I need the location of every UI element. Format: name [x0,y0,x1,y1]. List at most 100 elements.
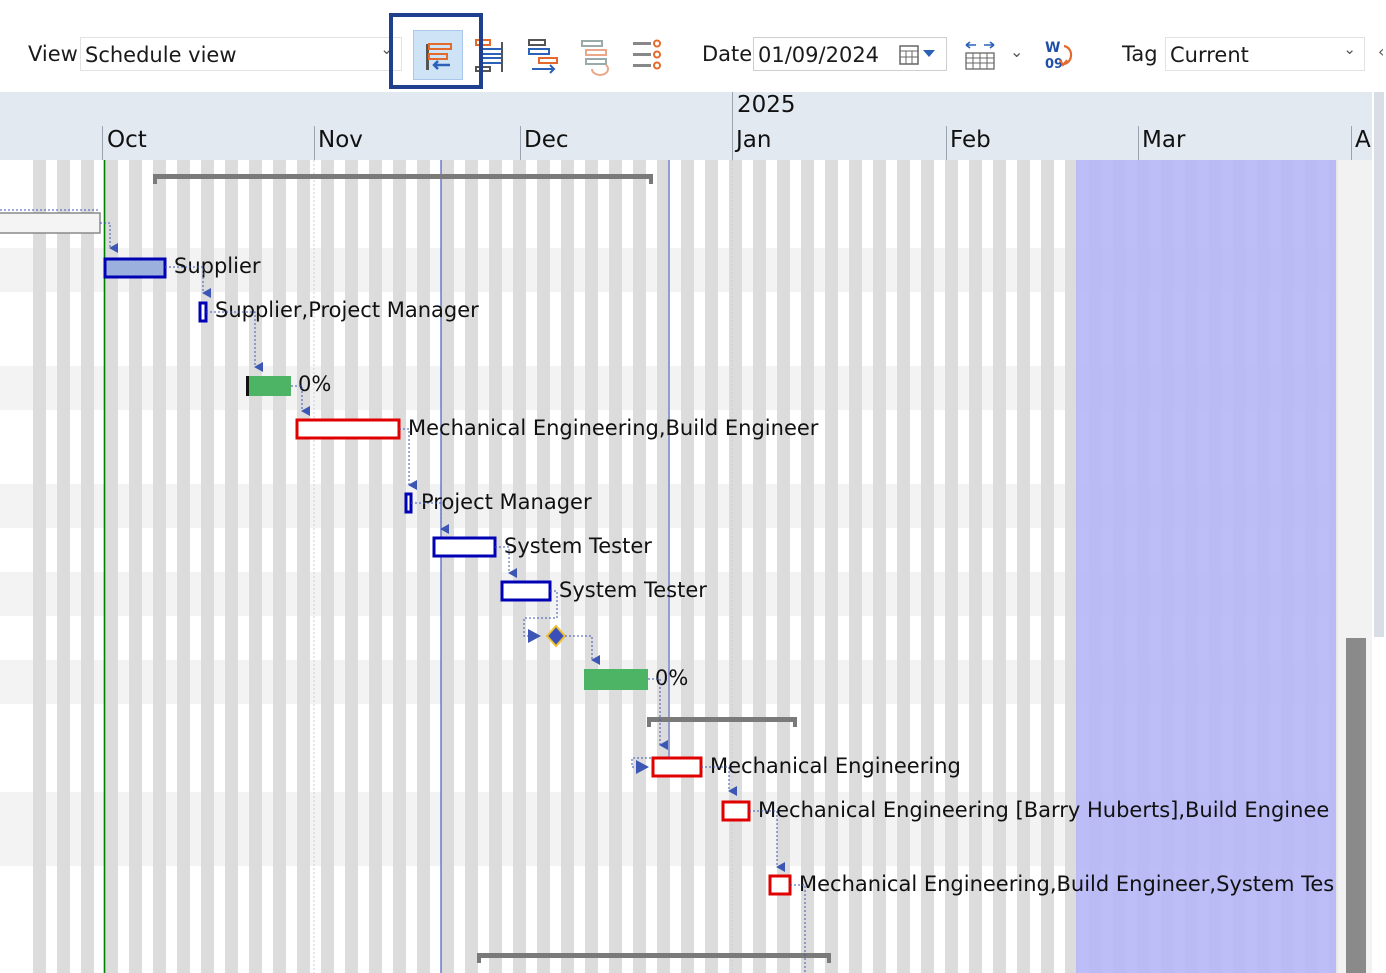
month-feb: Feb [950,127,991,153]
tag-select[interactable]: Current ⌄ [1165,37,1365,71]
weekend-column [201,160,214,973]
dependency-arrowhead [528,629,541,643]
chart-edge [1336,160,1338,973]
weekend-column [945,160,958,973]
weekend-column [1017,160,1030,973]
summary-bar[interactable] [647,717,797,727]
timescale-dropdown-icon[interactable]: ⌄ [1010,42,1024,61]
weekend-column [729,160,742,973]
weekend-column [561,160,574,973]
task-bar[interactable] [0,212,101,234]
month-divider [946,126,947,160]
month-nov: Nov [318,127,363,153]
scrollbar-thumb[interactable] [1346,638,1366,973]
move-bars-button[interactable] [518,30,568,80]
move-bars-icon [528,39,558,74]
weekend-column [129,160,142,973]
weekend-column [321,160,334,973]
weekend-column [489,160,502,973]
weekend-column [633,160,646,973]
weekend-column [465,160,478,973]
weekend-column [273,160,286,973]
weekend-column [801,160,814,973]
toolbar: View Schedule view ⌄ [0,0,1386,92]
weekend-column [993,160,1006,973]
weekend-column [1041,160,1054,973]
task-bar[interactable] [768,874,792,896]
progress-bar[interactable] [584,669,648,690]
task-label: Mechanical Engineering [710,754,961,778]
summary-bar[interactable] [477,953,831,963]
task-bar[interactable] [295,418,401,440]
summary-bar[interactable] [153,174,653,184]
task-label: Mechanical Engineering [Barry Huberts],B… [758,798,1329,822]
chevron-left-icon[interactable]: ‹ [1378,42,1385,61]
dependency-line [790,884,806,973]
weekend-column [393,160,406,973]
chevron-down-icon: ⌄ [1343,40,1356,58]
gantt-chart: Supplier Supplier,Project Manager 0% Mec… [0,160,1338,973]
schedule-forward-button[interactable] [413,30,463,80]
highlighted-period [1076,160,1338,973]
list-settings-button[interactable] [622,30,672,80]
progress-marker [246,376,249,396]
weekend-column [777,160,790,973]
weekend-column [681,160,694,973]
task-bar[interactable] [103,257,167,279]
task-bar[interactable] [500,580,552,602]
dependency-arrow [565,635,600,665]
month-oct: Oct [107,127,147,153]
weekend-column [585,160,598,973]
month-divider [1138,126,1139,160]
task-bar[interactable] [432,536,497,558]
weekend-column [825,160,838,973]
task-bar[interactable] [198,301,208,323]
weekend-column [57,160,70,973]
task-bar[interactable] [651,756,703,778]
task-bar[interactable] [404,492,413,514]
dependency-arrow [648,678,668,750]
task-bar[interactable] [721,800,751,822]
week-number-icon: W 09 [1045,40,1073,72]
task-label: System Tester [559,578,707,602]
weekend-column [513,160,526,973]
list-settings-icon [633,39,661,70]
refresh-schedule-button[interactable] [570,30,620,80]
weekend-column [705,160,718,973]
weekend-column [225,160,238,973]
weekend-column [345,160,358,973]
dependency-arrow [206,311,263,372]
date-label: Date [702,42,753,66]
weekend-column [753,160,766,973]
timeline-header: 2025 Oct Nov Dec Jan Feb Mar A [0,92,1372,160]
refresh-schedule-icon [581,40,609,76]
task-label: Supplier,Project Manager [215,298,479,322]
dependency-arrow [749,810,785,872]
month-dec: Dec [524,127,569,153]
calendar-dropdown-icon[interactable] [898,44,940,71]
task-label: Mechanical Engineering,Build Engineer [408,416,819,440]
task-label: System Tester [504,534,652,558]
weekend-column [969,160,982,973]
header-scroll-track [1374,92,1384,637]
dependency-line [523,590,558,637]
week-number-button[interactable]: W 09 [1042,38,1080,72]
svg-text:09: 09 [1045,57,1063,72]
progress-bar[interactable] [247,376,291,396]
month-divider [102,126,103,160]
timescale-button[interactable] [962,38,998,72]
highlight-frame [389,13,483,89]
weekend-column [81,160,94,973]
month-mar: Mar [1142,127,1186,153]
view-select[interactable]: Schedule view ⌄ [80,37,402,71]
task-label: Supplier [174,254,261,278]
month-apr: A [1355,127,1371,153]
dependency-arrow [165,266,211,298]
weekend-column [897,160,910,973]
milestone-diamond[interactable] [545,624,567,648]
dependency-arrow [701,766,737,796]
date-field[interactable]: 01/09/2024 [753,37,947,71]
weekend-column [609,160,622,973]
weekend-column [537,160,550,973]
right-edge [1372,92,1386,973]
